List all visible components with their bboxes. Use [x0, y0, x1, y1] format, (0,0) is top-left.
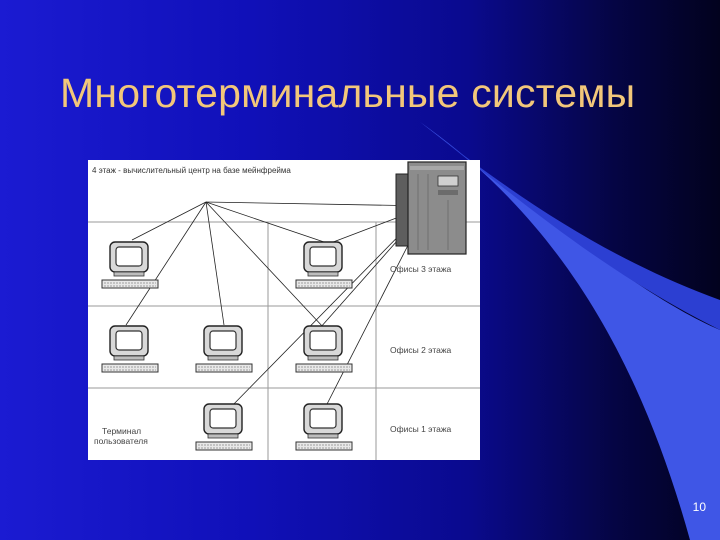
diagram-canvas: 4 этаж - вычислительный центр на базе ме… [88, 161, 480, 460]
terminal-icon [295, 403, 353, 451]
floor-label-2: Офисы 2 этажа [390, 345, 452, 355]
diagram-header: 4 этаж - вычислительный центр на базе ме… [92, 166, 291, 175]
terminal-caption-line1: Терминал [102, 426, 141, 436]
terminal-icon [295, 325, 353, 373]
slide-title: Многотерминальные системы [60, 70, 636, 116]
floor-grid [88, 221, 480, 460]
terminal-caption-line2: пользователя [94, 436, 148, 446]
page-number: 10 [692, 500, 706, 514]
floor-label-3: Офисы 3 этажа [390, 264, 452, 274]
floor-label-1: Офисы 1 этажа [390, 424, 452, 434]
terminal-icon [101, 325, 159, 373]
terminal-icon [295, 241, 353, 289]
terminal-icon [195, 325, 253, 373]
mainframe-icon [395, 161, 467, 255]
terminal-icon [195, 403, 253, 451]
terminal-icon [101, 241, 159, 289]
network-diagram: 4 этаж - вычислительный центр на базе ме… [88, 160, 480, 460]
